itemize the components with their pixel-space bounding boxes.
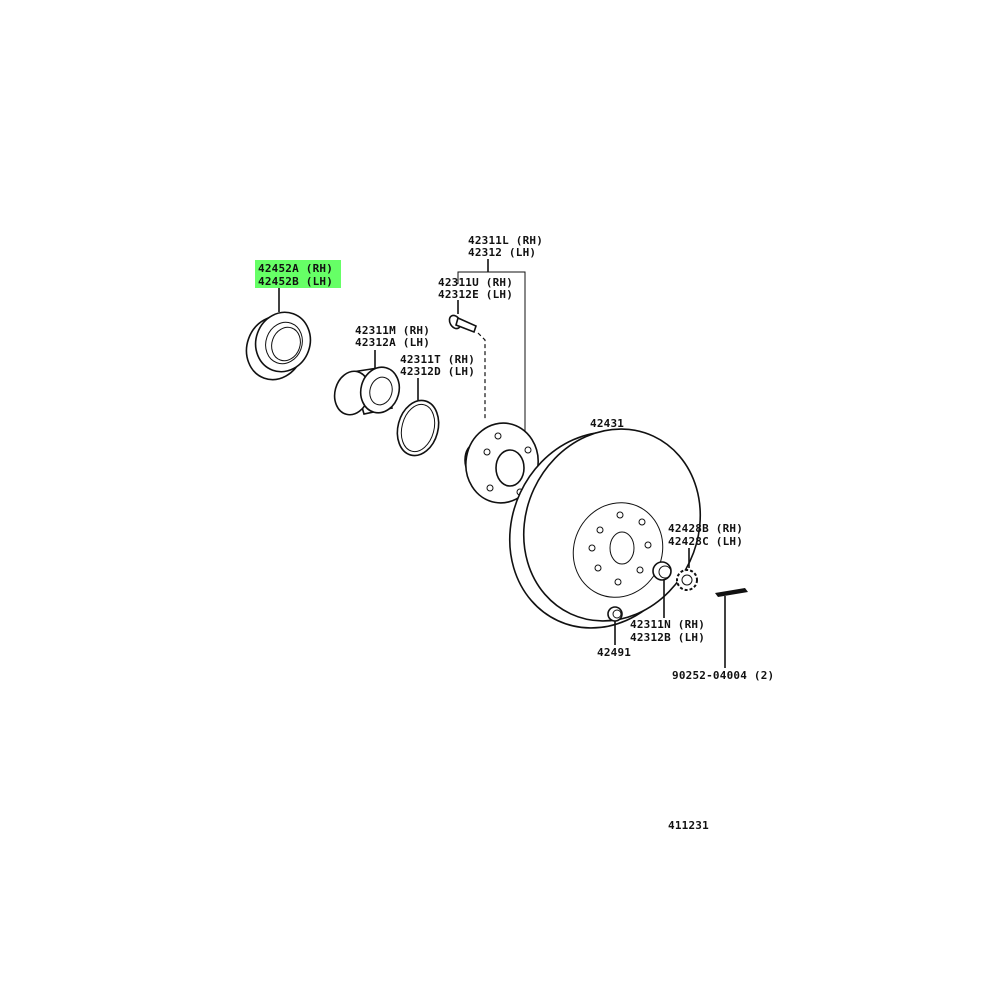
nut-lock-cap-part: [676, 569, 698, 591]
grease-cap-label: 42491: [597, 646, 631, 659]
hub-bolt-rh-label: 42311U (RH): [438, 276, 513, 289]
grease-cap-part: [607, 606, 623, 622]
snap-ring-part: [396, 399, 440, 457]
highlight-box: [255, 260, 341, 288]
hub-rh-label: 42311L (RH): [468, 234, 543, 247]
cotter-pin-part: [715, 588, 748, 597]
lock-cap-rh-label: 42428B (RH): [668, 522, 743, 535]
snap-ring-lh-label: 42312D (LH): [400, 365, 475, 378]
snap-ring-rh-label: 42311T (RH): [400, 353, 475, 366]
bearing-part: [333, 366, 401, 416]
disc-label: 42431: [590, 417, 624, 430]
part-number-lh: 42452B (LH): [258, 275, 333, 288]
bearing-rh-label: 42311M (RH): [355, 324, 430, 337]
dashed-guide: [477, 332, 486, 420]
bracket-line: [457, 271, 526, 440]
hub-bolt-part: [448, 314, 477, 334]
hub-nut-rh-label: 42311N (RH): [630, 618, 705, 631]
hub-bolt-lh-label: 42312E (LH): [438, 288, 513, 301]
bearing-lh-label: 42312A (LH): [355, 336, 430, 349]
hub-nut-part: [652, 561, 672, 581]
figure-number: 411231: [668, 819, 709, 832]
hub-nut-lh-label: 42312B (LH): [630, 631, 705, 644]
oil-seal-part: [245, 311, 312, 381]
axle-hub-part: [464, 422, 539, 504]
oil-seal-callout[interactable]: 42452A (RH) 42452B (LH): [255, 260, 341, 288]
cotter-pin-label: 90252-04004 (2): [672, 669, 774, 682]
part-number-rh: 42452A (RH): [258, 262, 333, 275]
hub-lh-label: 42312 (LH): [468, 246, 536, 259]
lock-cap-lh-label: 42428C (LH): [668, 535, 743, 548]
